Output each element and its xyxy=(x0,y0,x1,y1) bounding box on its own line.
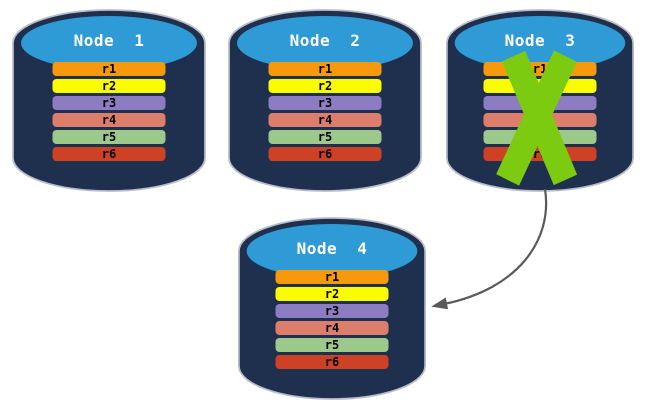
record-bar-r4: r4 xyxy=(275,321,389,335)
record-bar-r4: r4 xyxy=(52,113,166,127)
record-list: r1 r2 r3 r4 r5 r6 xyxy=(268,62,382,161)
node-title: Node 1 xyxy=(73,31,145,50)
record-bar-r3: r3 xyxy=(52,96,166,110)
node-1: Node 1 r1 r2 r3 r4 r5 r6 xyxy=(10,5,208,195)
record-list: r1 r2 r3 r4 r5 r6 xyxy=(52,62,166,161)
record-bar-r6: r6 xyxy=(268,147,382,161)
node-2: Node 2 r1 r2 r3 r4 r5 r6 xyxy=(226,5,424,195)
record-bar-r1: r1 xyxy=(52,62,166,76)
record-bar-r2: r2 xyxy=(275,287,389,301)
record-bar-r5: r5 xyxy=(275,338,389,352)
record-list: r1 r2 r3 r4 r5 r6 xyxy=(275,270,389,369)
failure-x-icon xyxy=(496,50,578,186)
record-bar-r2: r2 xyxy=(52,79,166,93)
node-title: Node 3 xyxy=(504,31,576,50)
record-bar-r2: r2 xyxy=(268,79,382,93)
record-bar-r3: r3 xyxy=(268,96,382,110)
node-title: Node 4 xyxy=(296,239,368,258)
failover-arrow-path xyxy=(431,188,548,310)
record-bar-r1: r1 xyxy=(268,62,382,76)
node-title: Node 2 xyxy=(289,31,361,50)
node-4: Node 4 r1 r2 r3 r4 r5 r6 xyxy=(236,213,428,402)
record-bar-r3: r3 xyxy=(275,304,389,318)
record-bar-r4: r4 xyxy=(268,113,382,127)
record-bar-r5: r5 xyxy=(268,130,382,144)
record-bar-r6: r6 xyxy=(52,147,166,161)
record-bar-r6: r6 xyxy=(275,355,389,369)
record-bar-r5: r5 xyxy=(52,130,166,144)
record-bar-r1: r1 xyxy=(275,270,389,284)
